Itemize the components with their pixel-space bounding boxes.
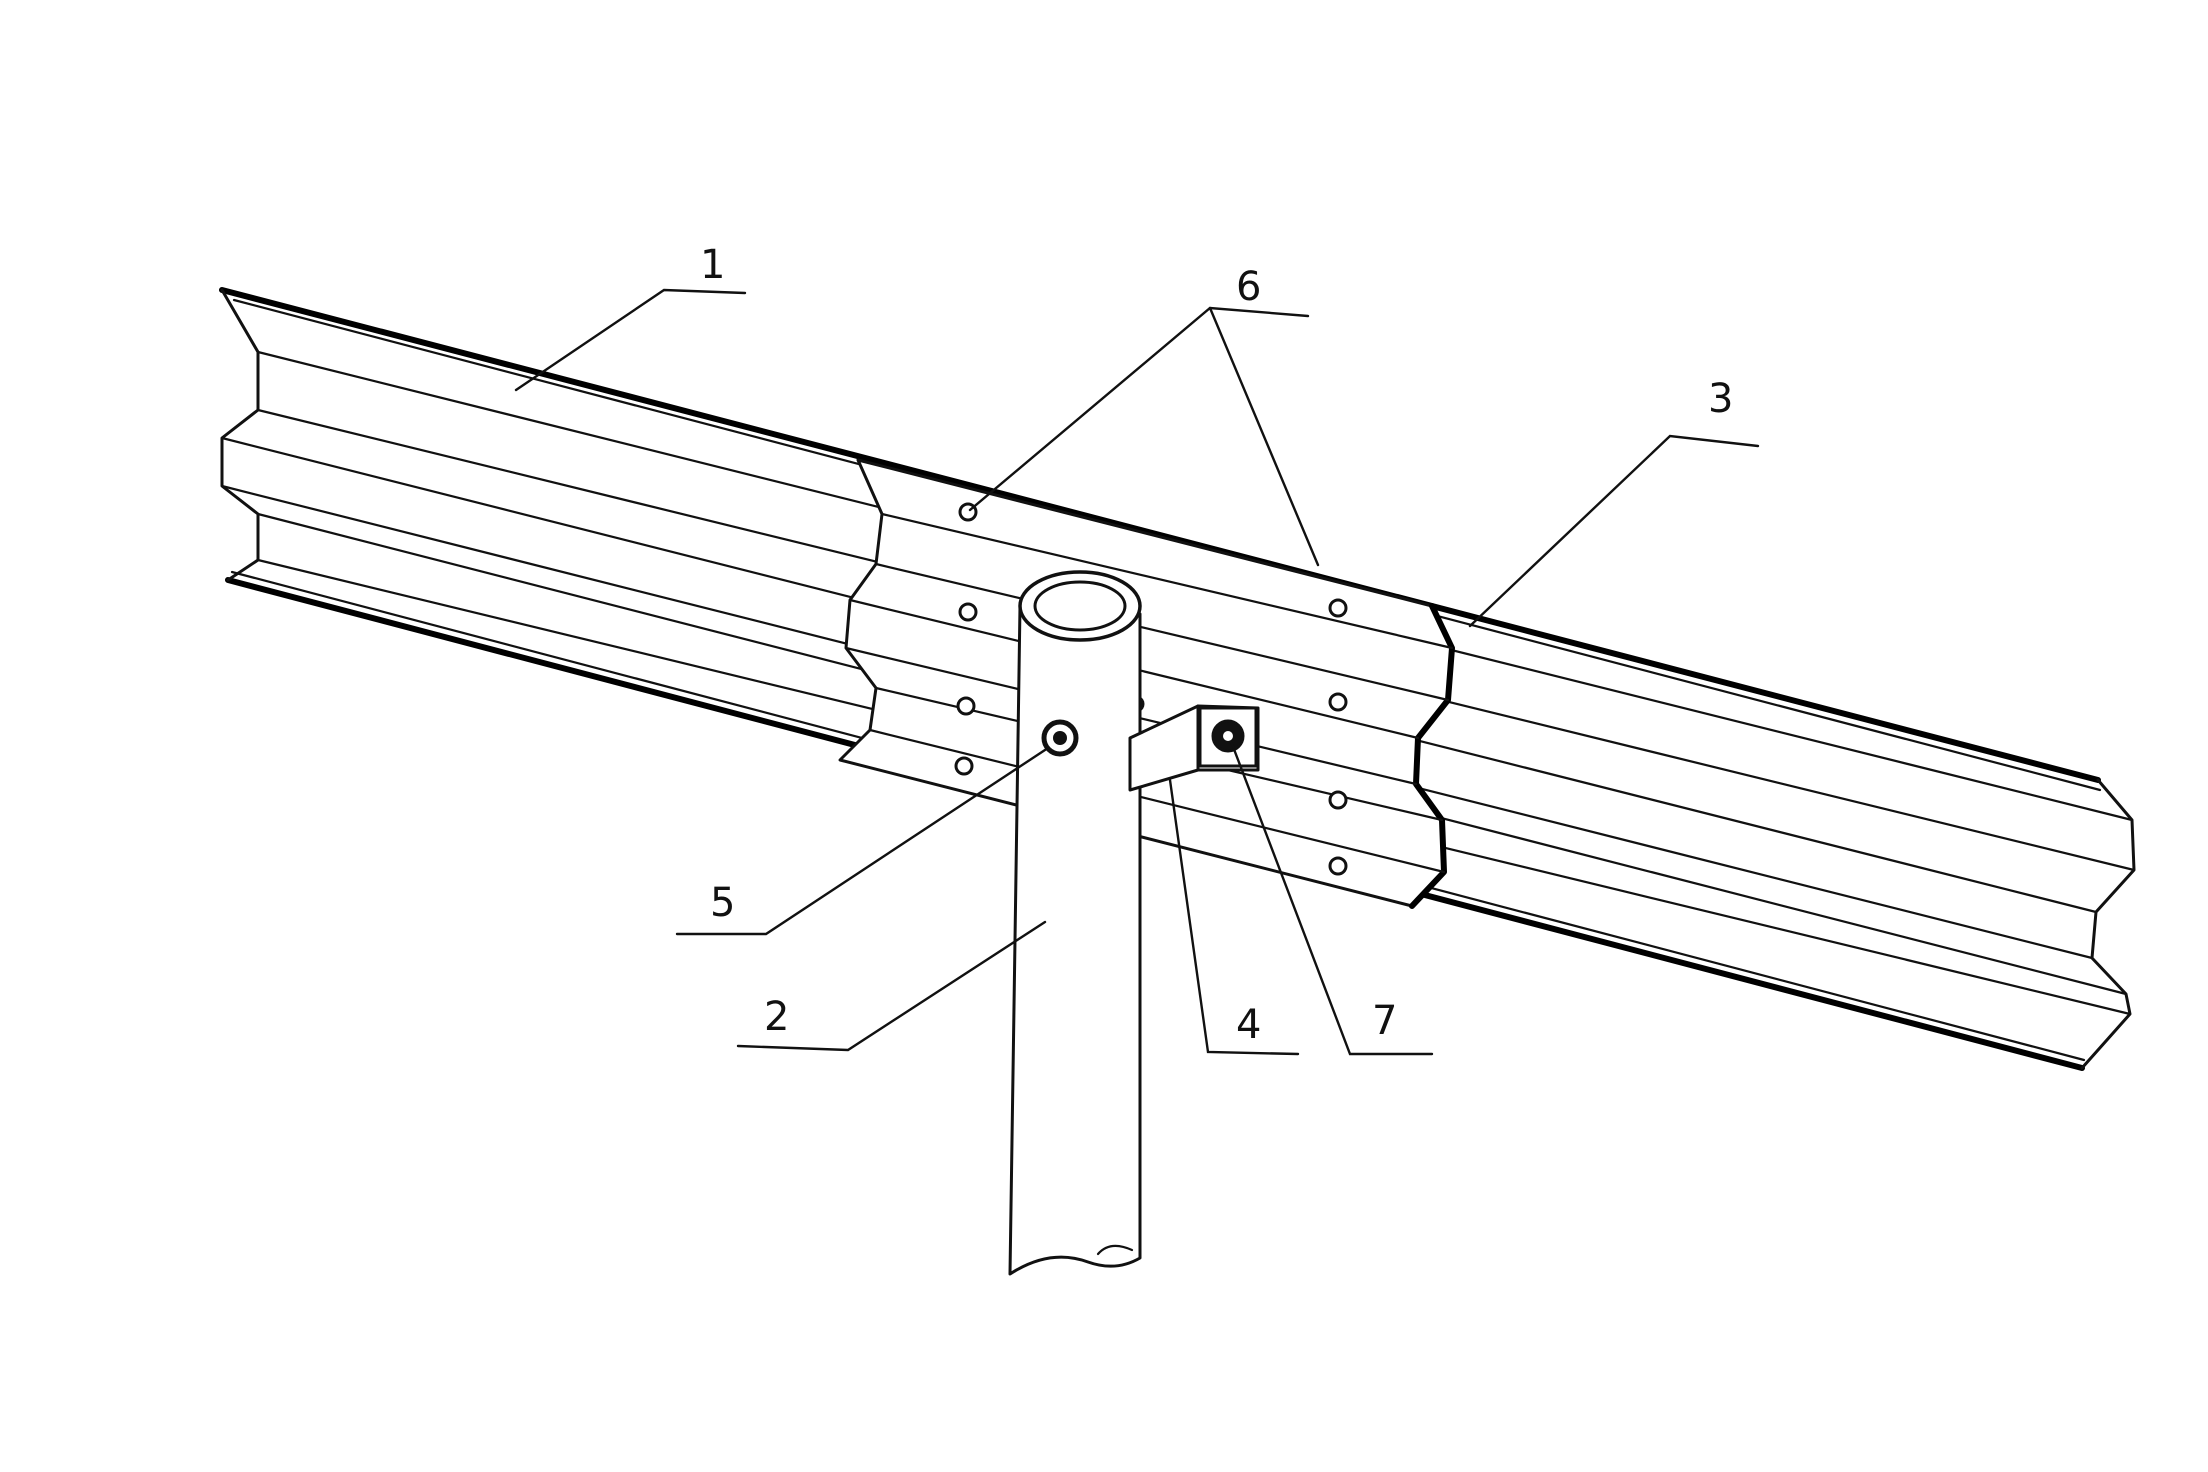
label-post-bolt: 5	[710, 880, 735, 926]
label-bracket-bolt: 7	[1372, 998, 1397, 1044]
bracket	[1128, 704, 1260, 792]
label-rail-beam: 1	[700, 242, 725, 288]
label-post: 2	[764, 994, 789, 1040]
splice-plate	[838, 458, 1455, 909]
round-post	[1008, 570, 1142, 1276]
reference-numerals: 1 6 3 5 2 4 7	[700, 242, 1733, 1048]
leader-lines	[514, 288, 1760, 1056]
label-bracket: 4	[1236, 1002, 1261, 1048]
label-splice-bolts: 6	[1236, 264, 1261, 310]
label-splice-plate: 3	[1708, 376, 1733, 422]
